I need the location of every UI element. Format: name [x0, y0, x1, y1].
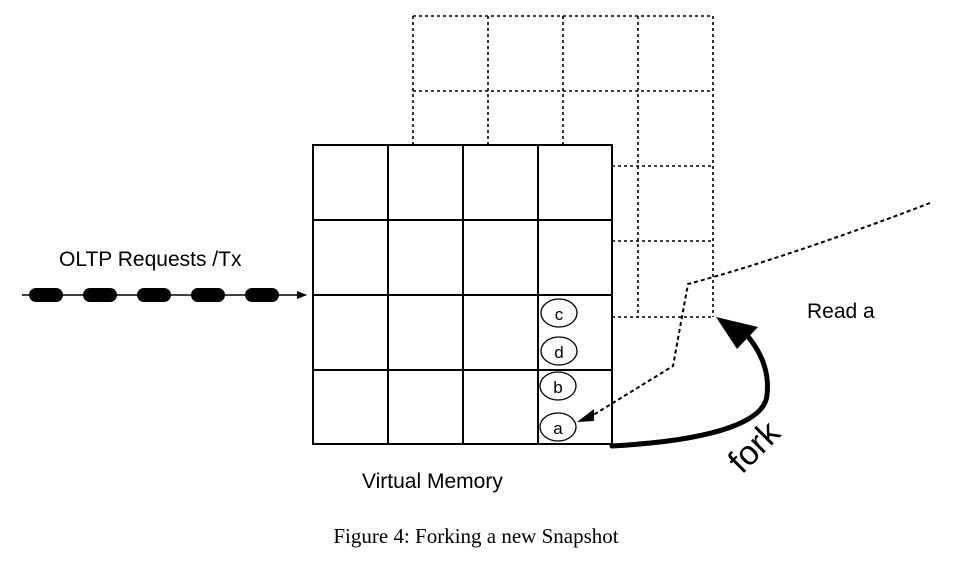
snapshot-grid — [412, 15, 714, 318]
svg-text:d: d — [554, 343, 563, 362]
read-label: Read a — [807, 300, 875, 323]
data-item-b: b — [539, 371, 577, 401]
data-item-a: a — [539, 412, 577, 442]
virtual-memory-label: Virtual Memory — [362, 470, 503, 493]
fork-arrow — [609, 317, 771, 449]
data-item-c: c — [540, 298, 578, 328]
fork-label: fork — [721, 413, 789, 481]
svg-text:b: b — [553, 378, 562, 397]
figure-caption: Figure 4: Forking a new Snapshot — [333, 524, 618, 548]
svg-text:c: c — [555, 305, 564, 324]
svg-text:a: a — [553, 419, 563, 438]
oltp-label: OLTP Requests /Tx — [59, 248, 242, 271]
data-item-d: d — [540, 336, 578, 366]
read-path — [577, 202, 931, 422]
virtual-memory-grid — [312, 144, 613, 445]
